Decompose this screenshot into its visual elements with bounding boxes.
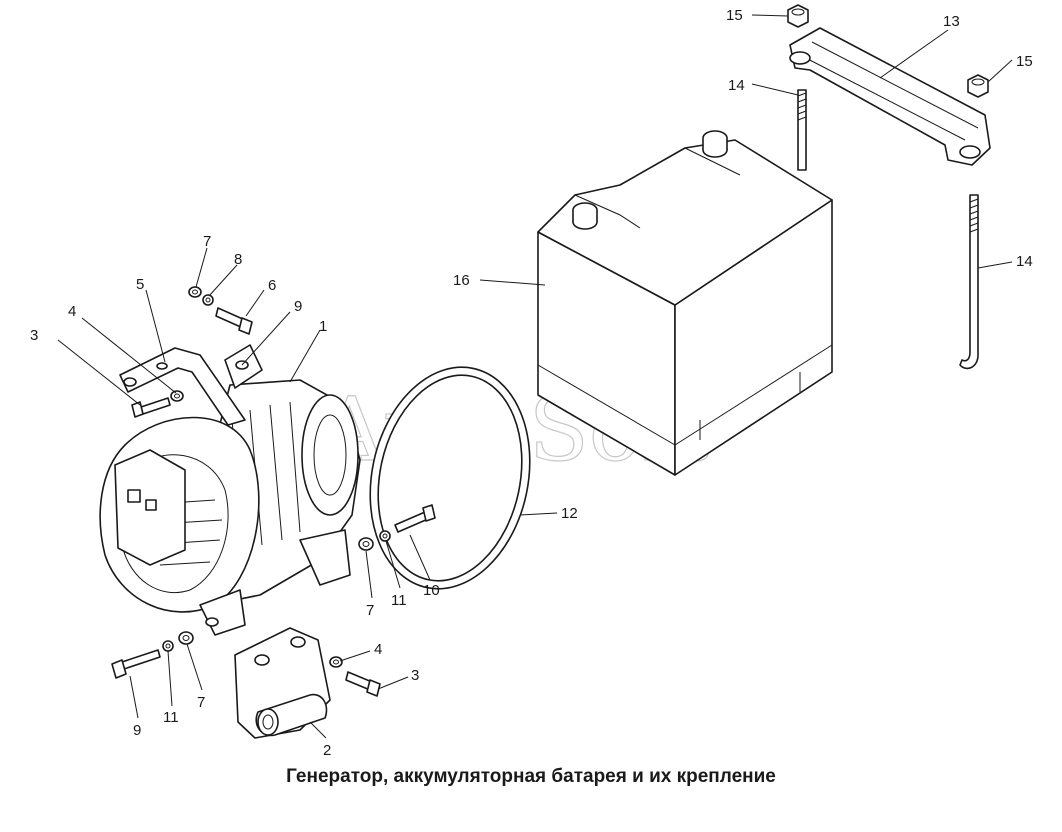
- callout-16: 16: [453, 272, 470, 289]
- belt-12: [369, 366, 531, 590]
- washer-11-bottom: [162, 640, 174, 652]
- bolt-3-top: [131, 397, 171, 418]
- washer-11-mid: [379, 530, 391, 542]
- callout-2: 2: [323, 742, 331, 759]
- rod-14-right: [959, 194, 979, 370]
- nut-15-top: [787, 4, 809, 28]
- washer-4-bottom: [329, 656, 343, 668]
- callout-1: 1: [319, 318, 327, 335]
- callout-13: 13: [943, 13, 960, 30]
- callout-9-bottom: 9: [133, 722, 141, 739]
- bracket-5: [119, 347, 246, 426]
- generator-1: [99, 344, 361, 636]
- bolt-3-bottom: [345, 671, 381, 697]
- washer-7-top: [188, 286, 202, 298]
- callout-7-top: 7: [203, 233, 211, 250]
- callout-9-top: 9: [294, 298, 302, 315]
- callout-14-right: 14: [1016, 253, 1033, 270]
- callout-15-top: 15: [726, 7, 743, 24]
- leader-lines: [57, 14, 1013, 739]
- rod-14-left: [797, 89, 807, 171]
- callout-7-bottom: 7: [197, 694, 205, 711]
- bolt-9-bottom: [111, 649, 161, 679]
- callout-7-mid: 7: [366, 602, 374, 619]
- bracket-2: [234, 627, 331, 739]
- figure-caption: Генератор, аккумуляторная батарея и их к…: [286, 766, 776, 787]
- nut-15-right: [967, 74, 989, 98]
- callout-4-bottom: 4: [374, 641, 382, 658]
- clamp-bar-13: [789, 27, 991, 166]
- callout-10: 10: [423, 582, 440, 599]
- washer-4-top: [170, 390, 184, 402]
- callout-8: 8: [234, 251, 242, 268]
- washer-7-bottom: [178, 631, 194, 645]
- washer-8: [202, 294, 214, 306]
- callouts: 1 2 3 3 4 4 5 6 7 7 7 8 9 9 10 11 11 12 …: [30, 7, 1033, 759]
- callout-6: 6: [268, 277, 276, 294]
- callout-4-top: 4: [68, 303, 76, 320]
- bolt-10: [394, 504, 436, 533]
- bolt-6: [215, 307, 253, 335]
- callout-11-bottom: 11: [163, 709, 179, 726]
- callout-14-top: 14: [728, 77, 745, 94]
- battery-16: [537, 130, 833, 476]
- callout-3-top: 3: [30, 327, 38, 344]
- callout-3-bottom: 3: [411, 667, 419, 684]
- callout-5: 5: [136, 276, 144, 293]
- callout-12: 12: [561, 505, 578, 522]
- washer-7-mid: [358, 537, 374, 551]
- callout-15-right: 15: [1016, 53, 1033, 70]
- callout-11-mid: 11: [391, 592, 407, 609]
